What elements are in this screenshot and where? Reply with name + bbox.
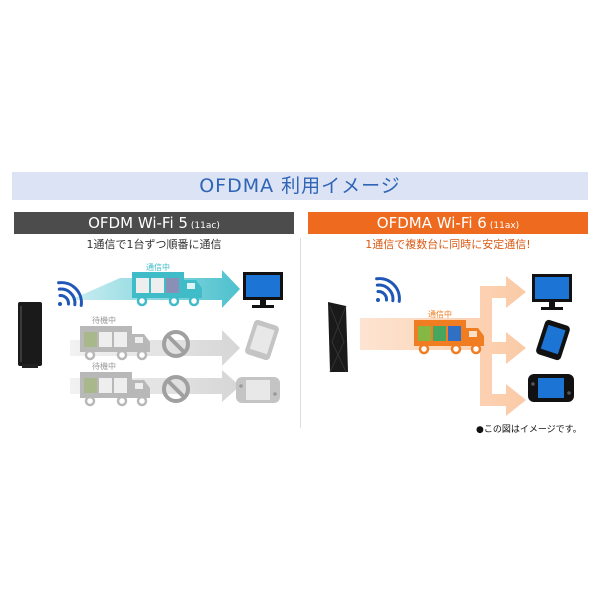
- wifi6-header-standard: (11ax): [489, 221, 520, 231]
- wifi5-description: 1通信で1台ずつ順番に通信: [86, 238, 222, 251]
- wifi5-header-standard: (11ac): [190, 221, 220, 231]
- wifi6-panel-header: OFDMA Wi-Fi 6(11ax): [308, 212, 588, 234]
- wifi5-truck-status-active: 通信中: [146, 262, 170, 272]
- wifi5-truck-status-waiting-2: 待機中: [92, 361, 116, 371]
- wifi5-arrow-waiting-1: [70, 330, 240, 366]
- image-disclaimer-note: ●この図はイメージです。: [476, 425, 582, 435]
- monitor-icon: [532, 274, 572, 310]
- panel-divider: [300, 238, 301, 428]
- wifi-icon: [57, 281, 83, 307]
- no-entry-icon: [162, 330, 190, 358]
- smartphone-icon: [536, 319, 570, 361]
- monitor-icon: [243, 272, 283, 308]
- wifi5-panel-header: OFDM Wi-Fi 5(11ac): [14, 212, 294, 234]
- game-console-icon: [528, 374, 574, 402]
- smartphone-icon: [245, 319, 279, 361]
- wifi6-truck-status: 通信中: [428, 309, 452, 319]
- truck-icon: [80, 326, 150, 361]
- game-console-icon: [236, 377, 280, 403]
- wifi-icon: [375, 277, 401, 303]
- router-icon: [328, 302, 348, 373]
- no-entry-icon: [162, 375, 190, 403]
- page-title: OFDMA 利用イメージ: [12, 172, 588, 200]
- truck-icon: [132, 272, 202, 307]
- wifi5-truck-status-waiting-1: 待機中: [92, 315, 116, 325]
- router-icon: [18, 302, 42, 368]
- truck-icon: [414, 320, 484, 355]
- truck-icon: [80, 372, 150, 407]
- wifi6-description: 1通信で複数台に同時に安定通信!: [365, 238, 531, 251]
- wifi5-header-label: OFDM Wi-Fi 5: [88, 214, 188, 232]
- wifi6-header-label: OFDMA Wi-Fi 6: [376, 214, 487, 232]
